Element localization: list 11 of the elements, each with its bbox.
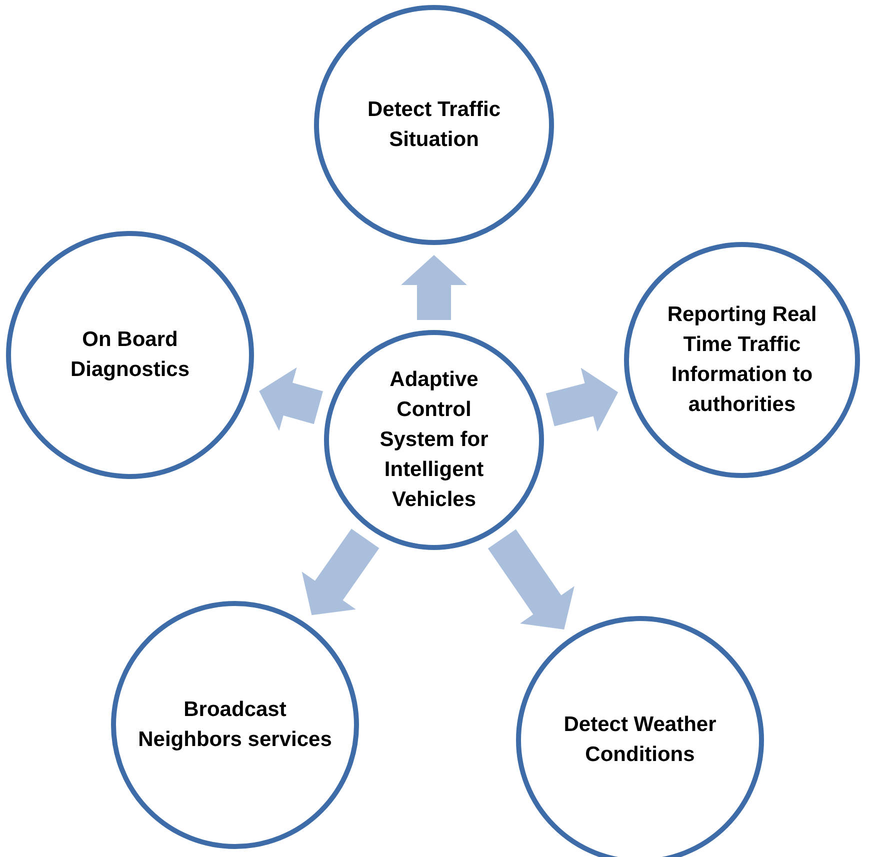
block-arrow bbox=[488, 529, 574, 630]
block-arrow bbox=[302, 528, 380, 616]
node-label: Adaptive Control System for Intelligent Vehicles bbox=[378, 367, 490, 513]
node-label: On Board Diagnostics bbox=[69, 327, 191, 383]
node-label: Detect Weather Conditions bbox=[562, 712, 718, 768]
node-label: Reporting Real Time Traffic Information to authorities bbox=[666, 302, 818, 418]
block-arrow bbox=[546, 368, 618, 432]
block-arrow bbox=[259, 367, 323, 431]
node-label: Broadcast Neighbors services bbox=[137, 697, 333, 753]
block-arrow bbox=[401, 255, 467, 320]
node-label: Detect Traffic Situation bbox=[366, 97, 502, 153]
